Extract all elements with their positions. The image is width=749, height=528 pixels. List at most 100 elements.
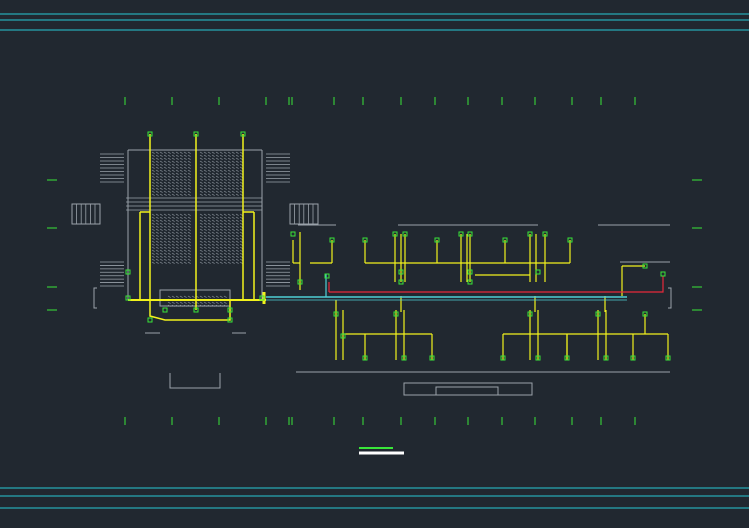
seat-mark	[171, 187, 175, 190]
seat-mark	[219, 301, 223, 304]
seat-mark	[167, 160, 171, 163]
seat-mark	[211, 301, 215, 304]
seat-mark	[207, 258, 211, 261]
seat-mark	[231, 240, 235, 243]
seat-mark	[199, 295, 203, 298]
seat-mark	[223, 190, 227, 193]
seat-mark	[183, 190, 187, 193]
seat-mark	[179, 261, 183, 264]
valves	[125, 131, 671, 361]
seat-mark	[175, 157, 179, 160]
seat-mark	[203, 175, 207, 178]
seat-mark	[231, 184, 235, 187]
seat-mark	[163, 160, 167, 163]
seat-mark	[187, 181, 191, 184]
seat-mark	[223, 184, 227, 187]
seat-mark	[223, 234, 227, 237]
seat-mark	[227, 219, 231, 222]
seat-mark	[211, 304, 215, 307]
seat-mark	[183, 252, 187, 255]
seat-mark	[223, 216, 227, 219]
seat-mark	[211, 228, 215, 231]
seat-mark	[207, 237, 211, 240]
valve	[227, 307, 233, 313]
seat-mark	[163, 151, 167, 154]
seat-mark	[171, 213, 175, 216]
seat-mark	[203, 187, 207, 190]
seat-mark	[159, 160, 163, 163]
seat-mark	[239, 246, 243, 249]
seat-mark	[223, 249, 227, 252]
seat-mark	[175, 172, 179, 175]
seat-mark	[151, 252, 155, 255]
seat-mark	[151, 184, 155, 187]
seat-mark	[199, 172, 203, 175]
seat-mark	[215, 175, 219, 178]
seat-mark	[223, 154, 227, 157]
seat-mark	[203, 166, 207, 169]
seat-mark	[227, 181, 231, 184]
seat-mark	[199, 301, 203, 304]
seat-mark	[211, 181, 215, 184]
seat-mark	[239, 231, 243, 234]
seat-mark	[199, 166, 203, 169]
seat-mark	[155, 246, 159, 249]
seat-mark	[183, 181, 187, 184]
seat-mark	[223, 181, 227, 184]
seat-mark	[203, 249, 207, 252]
seat-mark	[219, 166, 223, 169]
seat-mark	[215, 301, 219, 304]
seat-mark	[235, 243, 239, 246]
seat-mark	[187, 252, 191, 255]
seat-mark	[167, 258, 171, 261]
valve	[660, 271, 666, 277]
seat-mark	[179, 258, 183, 261]
valve	[290, 231, 296, 237]
seat-mark	[159, 175, 163, 178]
stair-hatching	[71, 151, 319, 307]
seat-mark	[155, 225, 159, 228]
seat-mark	[155, 222, 159, 225]
seat-mark	[163, 219, 167, 222]
seat-mark	[175, 258, 179, 261]
seat-mark	[155, 181, 159, 184]
valve	[467, 231, 473, 237]
seat-mark	[187, 166, 191, 169]
seat-mark	[219, 190, 223, 193]
valve	[125, 295, 131, 301]
seat-mark	[163, 157, 167, 160]
seat-mark	[207, 172, 211, 175]
seat-mark	[215, 169, 219, 172]
valve	[642, 311, 648, 317]
seat-mark	[167, 190, 171, 193]
seat-mark	[211, 231, 215, 234]
seat-mark	[199, 216, 203, 219]
wall	[169, 373, 221, 389]
seat-mark	[199, 213, 203, 216]
seat-mark	[219, 231, 223, 234]
seat-mark	[187, 225, 191, 228]
seat-mark	[199, 190, 203, 193]
seat-mark	[155, 216, 159, 219]
seat-mark	[223, 237, 227, 240]
seat-mark	[159, 258, 163, 261]
seat-mark	[207, 222, 211, 225]
seat-mark	[175, 219, 179, 222]
seat-mark	[175, 163, 179, 166]
seat-mark	[231, 181, 235, 184]
seat-mark	[235, 181, 239, 184]
seat-mark	[199, 219, 203, 222]
seat-mark	[159, 213, 163, 216]
seat-mark	[207, 255, 211, 258]
seat-mark	[155, 258, 159, 261]
seat-mark	[155, 240, 159, 243]
seat-mark	[215, 295, 219, 298]
seat-mark	[231, 190, 235, 193]
seat-mark	[223, 160, 227, 163]
seat-mark	[151, 225, 155, 228]
valve	[362, 355, 368, 361]
seat-mark	[203, 184, 207, 187]
seat-mark	[235, 228, 239, 231]
seat-mark	[167, 295, 171, 298]
